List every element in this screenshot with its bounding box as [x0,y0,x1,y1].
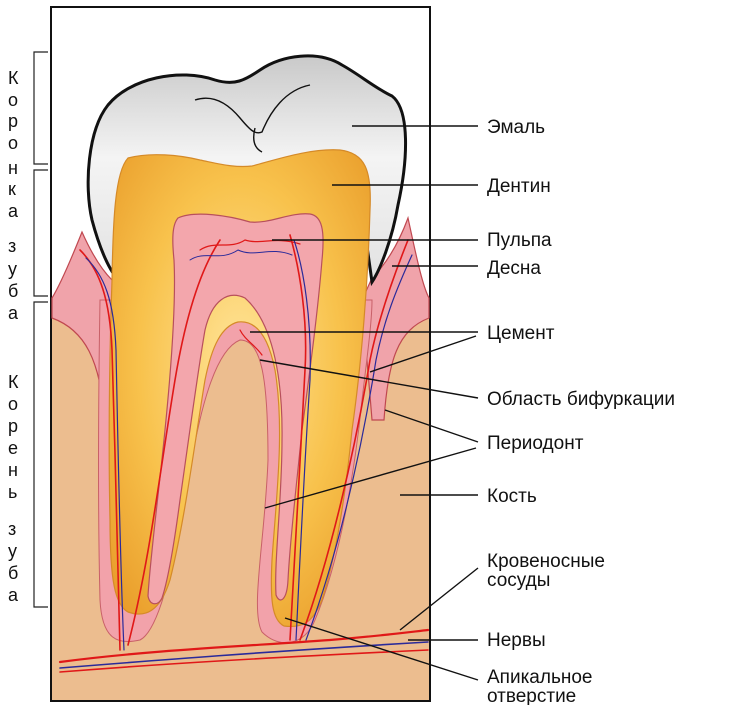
side-root-letter: б [8,563,18,583]
side-crown-letter: у [8,259,17,279]
label-periodont: Периодонт [487,433,584,454]
side-crown-letter: р [8,111,18,131]
label-vessels-line1: Кровеносные [487,551,605,572]
label-bone: Кость [487,486,537,507]
side-root-letter: у [8,541,17,561]
side-crown-letter: а [8,201,19,221]
label-gum: Десна [487,258,541,279]
side-root-letter: ь [8,482,17,502]
label-cement: Цемент [487,323,555,344]
label-apical-line1: Апикальное [487,667,592,688]
side-label-crown: К о р о н к а з у б а [8,68,19,323]
label-enamel: Эмаль [487,117,545,138]
bracket-crown [34,52,48,164]
side-crown-letter: К [8,68,19,88]
bracket-crown-lower [34,170,48,296]
label-dentin: Дентин [487,176,551,197]
side-crown-letter: о [8,133,18,153]
label-bifurcation: Область бифуркации [487,389,675,410]
side-label-root: К о р е н ь з у б а [8,372,19,605]
side-crown-letter: з [8,236,16,256]
side-root-letter: н [8,460,18,480]
bracket-root [34,302,48,607]
side-crown-letter: а [8,303,19,323]
side-root-letter: р [8,416,18,436]
label-apical-line2: отверстие [487,686,576,705]
side-crown-letter: н [8,158,18,178]
side-root-letter: з [8,519,16,539]
label-nerves: Нервы [487,630,546,651]
side-crown-letter: к [8,179,16,199]
side-root-letter: а [8,585,19,605]
side-root-letter: е [8,438,18,458]
label-vessels-line2: сосуды [487,570,550,591]
side-crown-letter: о [8,90,18,110]
side-root-letter: о [8,394,18,414]
side-crown-letter: б [8,281,18,301]
label-pulp: Пульпа [487,230,552,251]
side-root-letter: К [8,372,19,392]
